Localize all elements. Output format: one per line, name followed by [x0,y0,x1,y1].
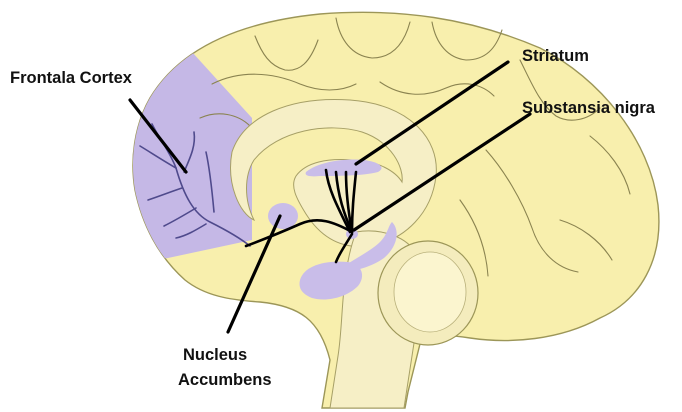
nucleus-accumbens-label-line2: Accumbens [178,371,272,389]
nucleus-accumbens-structure [268,203,298,229]
frontal-cortex-label: Frontala Cortex [10,69,133,87]
nucleus-accumbens-label-line1: Nucleus [183,346,247,364]
striatum-label: Striatum [522,47,589,65]
cerebellum-inner [394,252,466,332]
substantia-nigra-label: Substansia nigra [522,99,656,117]
